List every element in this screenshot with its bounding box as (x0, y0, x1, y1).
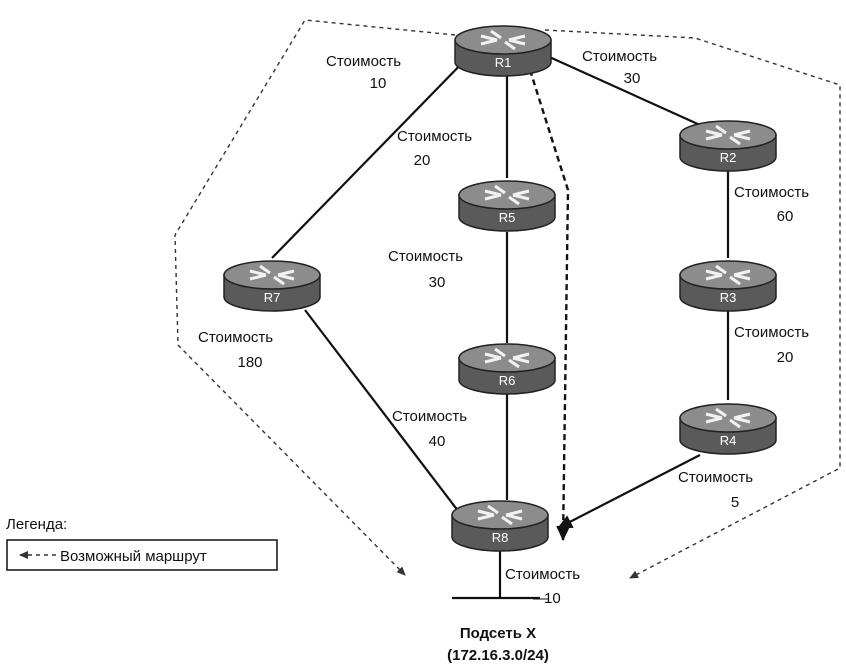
cost-r5-r6: Стоимость 30 (388, 248, 463, 291)
route-left-dashed (174, 19, 456, 576)
legend-box: Возможный маршрут (6, 539, 278, 571)
router-r6: R6 (458, 343, 556, 395)
link-r1-r2 (544, 53, 701, 127)
router-r8: R8 (451, 500, 549, 552)
router-r5-label: R5 (499, 210, 516, 225)
cost-r8-subnet: Стоимость 10 — (505, 566, 580, 607)
svg-text:Стоимость: Стоимость (505, 566, 580, 583)
svg-text:20: 20 (777, 349, 794, 366)
router-r4: R4 (679, 403, 777, 455)
cost-r2-r3: Стоимость 60 (734, 184, 809, 225)
legend-title: Легенда: (6, 516, 67, 533)
svg-text:Стоимость: Стоимость (392, 408, 467, 425)
subnet-address: (172.16.3.0/24) (447, 647, 549, 664)
legend-item-label: Возможный маршрут (60, 548, 207, 565)
svg-text:Стоимость: Стоимость (198, 329, 273, 346)
svg-text:180: 180 (237, 354, 262, 371)
cost-r1-r5: Стоимость 20 (397, 128, 472, 169)
router-r7: R7 (223, 260, 321, 312)
link-r4-r8 (557, 454, 701, 529)
router-r5: R5 (458, 180, 556, 232)
link-r1-r7 (271, 54, 471, 259)
link-r7-r8 (304, 309, 466, 521)
svg-text:Стоимость: Стоимость (326, 53, 401, 70)
cost-r6-r8: Стоимость 40 (392, 408, 467, 450)
router-r1: R1 (454, 25, 552, 77)
cost-r7-r8: Стоимость 180 (198, 329, 273, 371)
cost-r1-r2: Стоимость 30 (582, 48, 657, 87)
cost-r1-r7: Стоимость 10 (326, 53, 401, 92)
svg-text:Стоимость: Стоимость (397, 128, 472, 145)
router-r4-label: R4 (720, 433, 737, 448)
svg-text:Стоимость: Стоимость (734, 184, 809, 201)
cost-r3-r4: Стоимость 20 (734, 324, 809, 366)
svg-text:5: 5 (731, 494, 739, 511)
svg-text:Стоимость: Стоимость (734, 324, 809, 341)
svg-text:20: 20 (414, 152, 431, 169)
router-r2-label: R2 (720, 150, 737, 165)
svg-text:—: — (533, 590, 548, 607)
router-r6-label: R6 (499, 373, 516, 388)
svg-text:40: 40 (429, 433, 446, 450)
router-r1-label: R1 (495, 55, 512, 70)
svg-text:30: 30 (624, 70, 641, 87)
svg-text:Стоимость: Стоимость (388, 248, 463, 265)
cost-r4-r8: Стоимость 5 (678, 469, 753, 511)
router-r7-label: R7 (264, 290, 281, 305)
svg-text:60: 60 (777, 208, 794, 225)
router-r8-label: R8 (492, 530, 509, 545)
svg-text:30: 30 (429, 274, 446, 291)
svg-text:Стоимость: Стоимость (678, 469, 753, 486)
router-r2: R2 (679, 120, 777, 172)
router-r3: R3 (679, 260, 777, 312)
svg-text:10: 10 (370, 75, 387, 92)
svg-text:Стоимость: Стоимость (582, 48, 657, 65)
svg-text:10: 10 (544, 590, 561, 607)
route-center-dashed (528, 69, 571, 541)
subnet-name: Подсеть X (460, 625, 536, 642)
router-r3-label: R3 (720, 290, 737, 305)
